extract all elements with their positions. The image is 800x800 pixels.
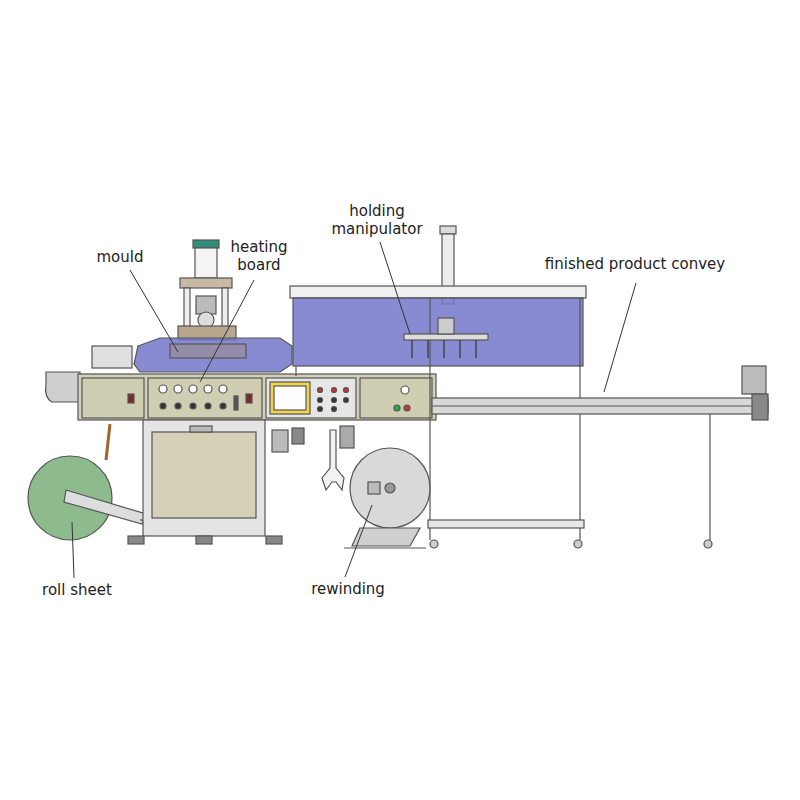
thermoforming-machine: [46, 346, 436, 544]
part-label: rewinding: [293, 580, 403, 598]
part-label: mould: [85, 248, 155, 266]
part-label: heating board: [219, 238, 299, 274]
part-label: holding manipulator: [322, 202, 432, 238]
rewinding-figure: [344, 448, 430, 548]
roll-sheet-figure: [28, 456, 146, 540]
leader-lines: [72, 242, 636, 578]
manipulator-unit: [290, 226, 586, 548]
part-label: finished product convey: [515, 255, 755, 273]
conveyor-figure: [432, 366, 768, 548]
part-label: roll sheet: [22, 581, 132, 599]
